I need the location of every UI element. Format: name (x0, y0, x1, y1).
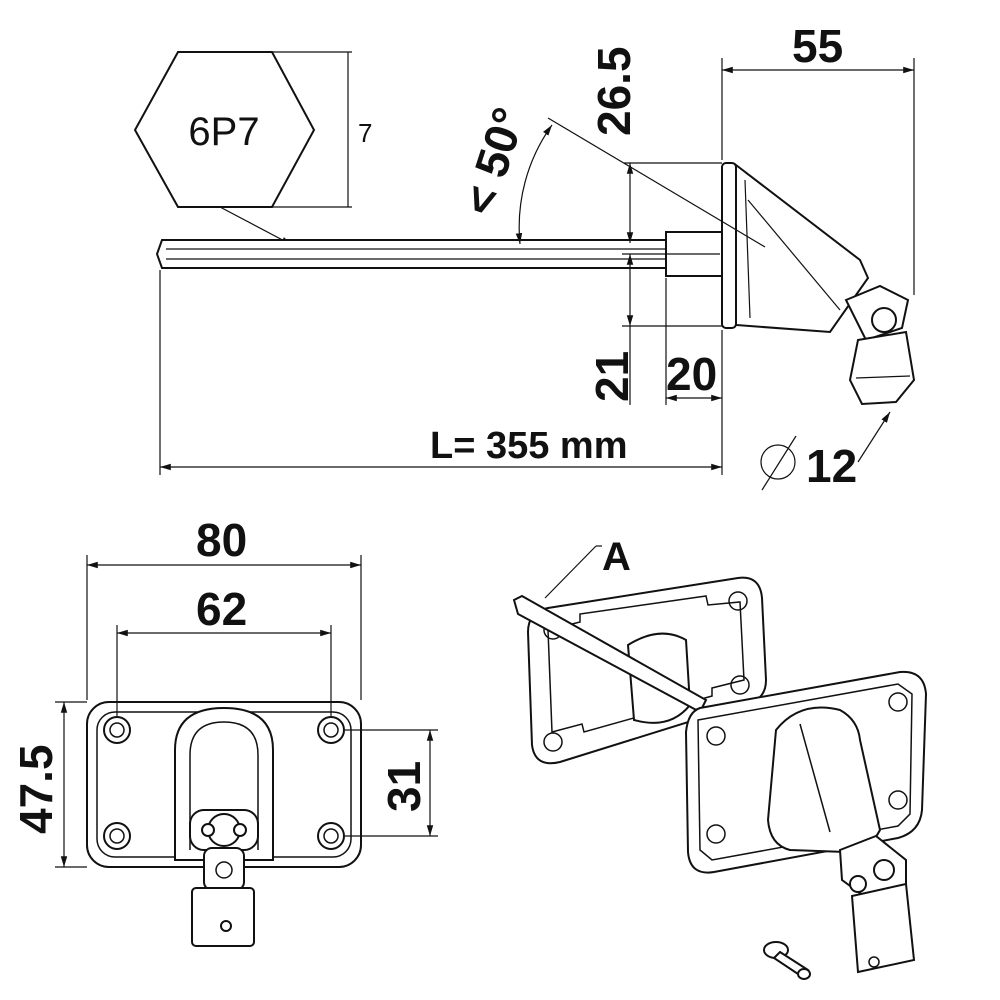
universal-joint-side (844, 284, 916, 406)
mount-hole-tr (317, 716, 345, 744)
hex-shaft (155, 239, 667, 269)
dim-62: 62 (196, 583, 247, 635)
hex-label: 6P7 (188, 110, 259, 154)
universal-joint-front (189, 809, 259, 947)
dim-55: 55 (792, 20, 843, 72)
dim-80: 80 (196, 514, 247, 566)
dim-47-5: 47.5 (10, 744, 62, 834)
side-view: 6P7 7 < 50° 26.5 (133, 20, 916, 492)
pin-iso (763, 941, 811, 980)
dim-31: 31 (378, 761, 430, 812)
diameter-callout: 12 (760, 411, 891, 492)
angle-label: < 50° (452, 101, 535, 221)
dim-20: 20 (666, 348, 717, 400)
mount-hole-br (317, 822, 345, 850)
dim-21: 21 (586, 351, 638, 402)
hex-shaft-iso (512, 594, 708, 714)
housing-iso (766, 706, 882, 854)
mount-hole-tl (103, 716, 131, 744)
dim-26-5: 26.5 (588, 46, 640, 136)
universal-joint-iso (838, 834, 916, 974)
hex-size-label: 7 (358, 118, 372, 148)
mount-hole-bl (103, 822, 131, 850)
wall-plate-side (721, 162, 737, 329)
isometric-view: A (512, 535, 928, 980)
diameter-value: 12 (806, 440, 857, 492)
front-view: 80 62 47.5 31 (10, 514, 438, 947)
angled-housing (735, 162, 870, 334)
length-label: L= 355 mm (430, 425, 628, 467)
callout-a: A (602, 535, 631, 579)
